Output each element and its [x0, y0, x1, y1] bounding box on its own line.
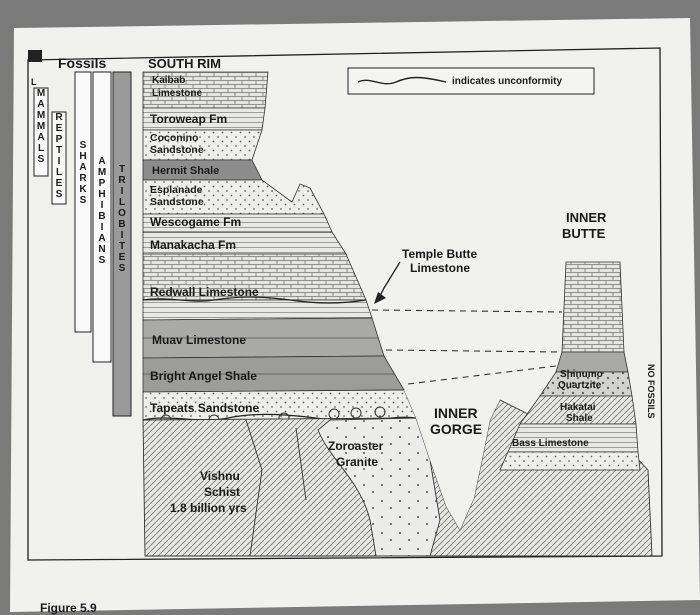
corner-mark: L [31, 77, 37, 87]
label-kaibab-1: Kaibab [152, 75, 185, 86]
label-inner-gorge-2: GORGE [430, 421, 482, 437]
label-hermit: Hermit Shale [152, 165, 219, 177]
label-hakatai-2: Shale [566, 413, 593, 424]
label-manakacha: Manakacha Fm [150, 238, 236, 252]
inner-butte-strata [499, 261, 641, 471]
legend-text: indicates unconformity [452, 76, 562, 87]
bar-trilobites [112, 71, 132, 417]
bar-mammals [33, 87, 49, 177]
label-coconino-1: Coconino [150, 132, 198, 144]
unconformity-redwall [142, 296, 367, 304]
schist-dike-2 [295, 427, 307, 501]
label-zoroaster-1: Zoroaster [328, 439, 384, 453]
label-bass: Bass Limestone [512, 438, 589, 449]
label-shinumo-1: Shinumo [560, 369, 603, 380]
legend-box [347, 67, 595, 95]
label-wescogame: Wescogame Fm [150, 215, 241, 229]
inner-gorge-void [404, 390, 500, 530]
bar-amphibians [92, 71, 112, 363]
label-zoroaster-2: Granite [336, 455, 378, 469]
label-inner-butte-1: INNER [566, 210, 607, 225]
label-vishnu-1: Vishnu [200, 469, 240, 483]
figure-border [27, 47, 663, 561]
label-muav: Muav Limestone [152, 333, 246, 347]
correlation-lines [371, 309, 563, 385]
label-toroweap: Toroweap Fm [150, 112, 227, 126]
unconformity-line-icon [357, 76, 447, 85]
label-redwall: Redwall Limestone [150, 285, 259, 299]
label-shinumo-2: Quartzite [558, 380, 602, 391]
fossil-bars [33, 71, 132, 417]
label-coconino-2: Sandstone [150, 144, 204, 156]
bar-sharks [74, 71, 92, 333]
label-tapeats: Tapeats Sandstone [150, 401, 259, 415]
corr-bright-angel [407, 365, 557, 385]
label-hakatai-1: Hakatai [560, 402, 596, 413]
label-esplanade-2: Sandstone [150, 196, 204, 208]
arrow-head-icon [374, 292, 386, 304]
label-bright-angel: Bright Angel Shale [150, 369, 257, 383]
label-no-fossils: NO FOSSILS [646, 364, 656, 419]
label-temple-butte-2: Limestone [410, 261, 470, 275]
butte-base [499, 451, 641, 471]
corner-block [28, 50, 42, 62]
corr-redwall [371, 309, 563, 313]
label-inner-butte-2: BUTTE [562, 226, 606, 241]
figure-caption: Figure 5.9 [40, 601, 97, 615]
label-esplanade-1: Esplanade [150, 184, 203, 196]
corr-muav [385, 349, 561, 353]
south-rim-strata [142, 71, 417, 421]
bar-reptiles [51, 111, 67, 205]
south-rim-label: SOUTH RIM [148, 56, 221, 71]
label-inner-gorge-1: INNER [434, 405, 478, 421]
zoroaster-granite [317, 417, 441, 557]
butte-redwall [561, 261, 625, 353]
label-vishnu-2: Schist [204, 485, 240, 499]
label-kaibab-2: Limestone [152, 88, 202, 99]
label-temple-butte-1: Temple Butte [402, 247, 477, 261]
label-vishnu-3: 1.8 billion yrs [170, 501, 247, 515]
fossils-title: Fossils [58, 55, 106, 71]
schist-dike-1 [245, 419, 263, 557]
